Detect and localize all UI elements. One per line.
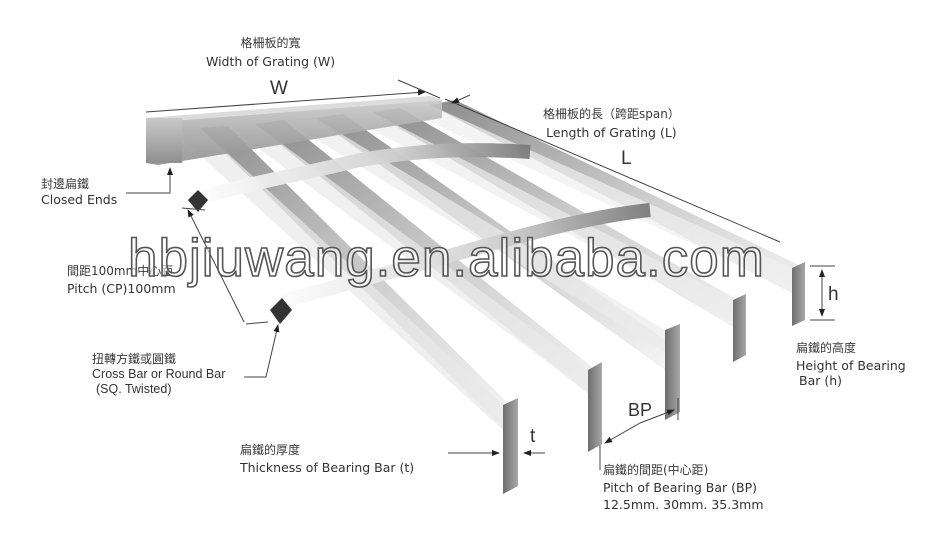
bearing-pitch-values: 12.5mm. 30mm. 35.3mm [603, 497, 764, 512]
thickness-label-en: Thickness of Bearing Bar (t) [240, 460, 415, 475]
dimension-lines [126, 79, 835, 470]
width-label: 格柵板的寬 Width of Grating (W) [206, 36, 335, 69]
width-symbol: W [270, 78, 288, 99]
closed-ends-label: 封邊扁鐵 Closed Ends [41, 177, 117, 207]
width-label-zh: 格柵板的寬 [240, 36, 301, 50]
cross-bar-label: 扭轉方鐵或圓鐵 Cross Bar or Round Bar (SQ. Twis… [92, 352, 225, 397]
height-symbol: h [828, 284, 839, 305]
closed-ends-label-en: Closed Ends [41, 192, 118, 207]
thickness-label-zh: 扁鐵的厚度 [240, 443, 301, 457]
cross-bar-end [270, 298, 292, 324]
cross-bar-end [188, 190, 208, 212]
cross-pitch-label: 間距100mm中心距 Pitch (CP)100mm [67, 264, 176, 296]
cross-bar-label-en2: (SQ. Twisted) [96, 382, 172, 396]
cross-bar-label-en: Cross Bar or Round Bar [92, 367, 226, 381]
length-label-zh: 格柵板的長（跨距span） [543, 107, 680, 121]
height-label-en: Height of Bearing [796, 358, 906, 373]
closed-ends-label-zh: 封邊扁鐵 [41, 177, 90, 191]
length-label-en: Length of Grating (L) [546, 125, 677, 140]
length-label: 格柵板的長（跨距span） Length of Grating (L) [543, 107, 680, 140]
cross-bar-label-zh: 扭轉方鐵或圓鐵 [92, 352, 177, 366]
bearing-pitch-label-zh: 扁鐵的間距(中心距) [603, 463, 709, 477]
cross-pitch-label-en: Pitch (CP)100mm [67, 281, 176, 296]
thickness-symbol: t [530, 426, 536, 447]
cross-bars [188, 143, 651, 324]
height-label-en2: Bar (h) [799, 373, 843, 388]
closed-end-bar [146, 96, 442, 165]
thickness-label: 扁鐵的厚度 Thickness of Bearing Bar (t) [240, 443, 414, 475]
width-label-en: Width of Grating (W) [206, 54, 336, 69]
bearing-pitch-label-en: Pitch of Bearing Bar (BP) [603, 480, 758, 495]
bearing-pitch-label: 扁鐵的間距(中心距) Pitch of Bearing Bar (BP) 12.… [603, 463, 764, 512]
height-label: 扁鐵的高度 Height of Bearing Bar (h) [796, 341, 906, 388]
watermark: hbjiuwang.en.alibaba.com [127, 228, 765, 289]
bearing-bars [170, 100, 805, 494]
bearing-pitch-symbol: BP [628, 400, 653, 420]
height-label-zh: 扁鐵的高度 [796, 341, 857, 355]
cross-pitch-label-zh: 間距100mm中心距 [67, 264, 174, 278]
length-symbol: L [621, 148, 632, 169]
